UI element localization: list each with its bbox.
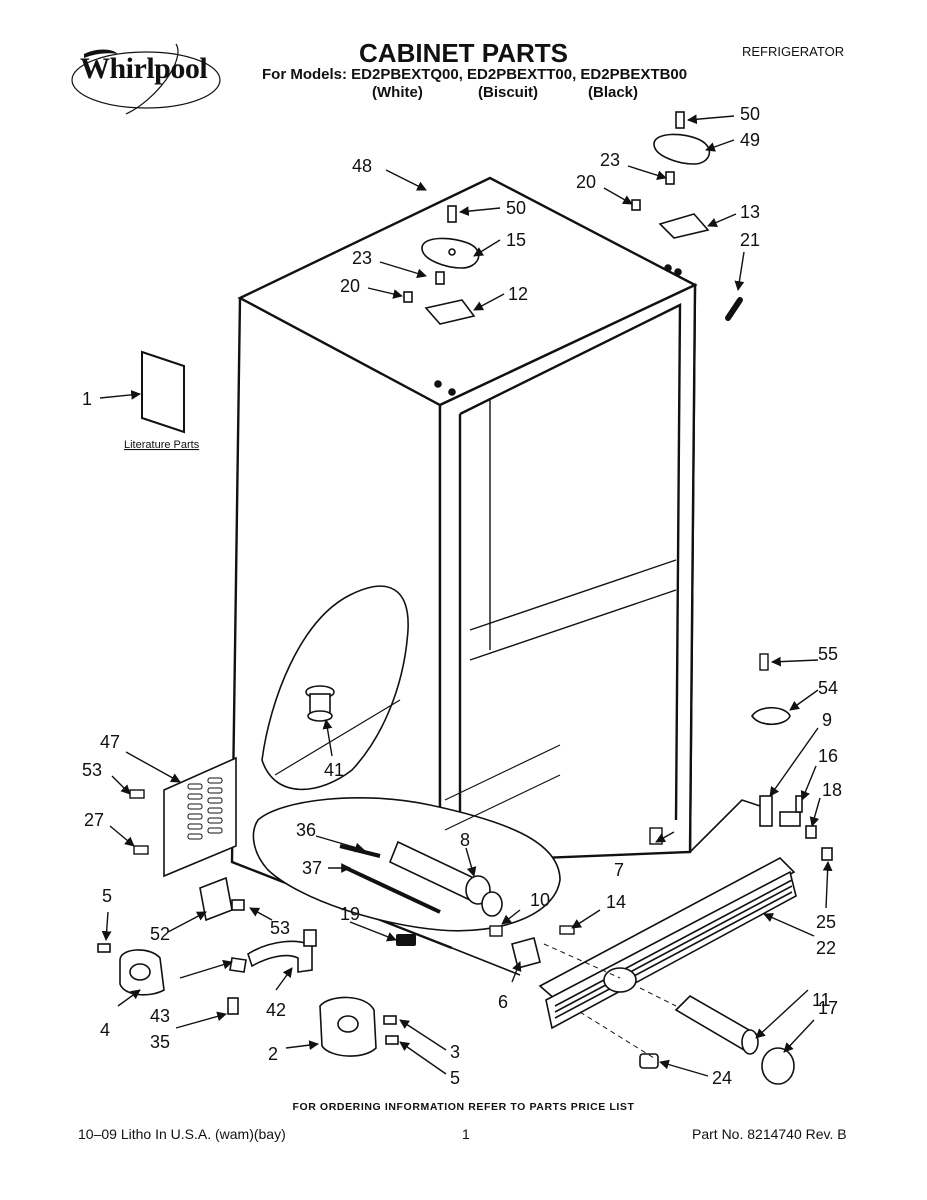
callout-13: 13 [740,202,760,222]
callout-11: 11 [812,990,831,1010]
part-19-block [396,934,416,946]
callout-27: 27 [84,810,104,830]
callout-35: 35 [150,1032,170,1052]
callout-9: 9 [822,710,832,730]
callout-1: 1 [82,389,92,409]
callout-21: 21 [740,230,760,250]
literature-parts-label: Literature Parts [124,439,200,451]
lower-hinge-left [97,876,399,1057]
part-number: Part No. 8214740 Rev. B [692,1126,847,1142]
page-title: CABINET PARTS [359,38,568,68]
callout-47: 47 [100,732,120,752]
rear-access-panel [163,756,237,878]
page-number: 1 [462,1126,470,1142]
callout-3: 3 [450,1042,460,1062]
litho-info: 10–09 Litho In U.S.A. (wam)(bay) [78,1126,286,1142]
variant-white: (White) [372,84,423,101]
toe-grille [538,857,797,1030]
part-21-tube [725,297,743,321]
whirlpool-logo-swirl [71,43,221,115]
callout-24: 24 [712,1068,732,1088]
callout-48: 48 [352,156,372,176]
callout-43: 43 [150,1006,170,1026]
cutaway-interior [261,585,409,791]
callout-17: 17 [818,998,838,1018]
cabinet-body [230,176,761,976]
callout-55: 55 [818,644,838,664]
part-6-bracket [511,937,541,969]
callout-37: 37 [302,858,322,878]
callout-7: 7 [614,860,624,880]
callout-53-left: 53 [82,760,102,780]
callout-53-right: 53 [270,918,290,938]
variant-biscuit: (Biscuit) [478,84,538,101]
callout-10: 10 [530,890,550,910]
brand-logo: Whirlpool [80,52,208,85]
callout-16: 16 [818,746,838,766]
callout-20-left: 20 [340,276,360,296]
callout-42: 42 [266,1000,286,1020]
callout-14: 14 [606,892,626,912]
callout-8: 8 [460,830,470,850]
callout-12: 12 [508,284,528,304]
callout-18: 18 [822,780,842,800]
variant-black: (Black) [588,84,639,101]
literature-book-icon [141,350,185,434]
callout-6: 6 [498,992,508,1012]
callout-41: 41 [324,760,344,780]
models-line: For Models: ED2PBEXTQ00, ED2PBEXTT00, ED… [262,66,688,83]
callout-49: 49 [740,130,760,150]
top-hinge-right [631,111,711,276]
callout-2: 2 [268,1044,278,1064]
part-24-clip [639,1053,659,1069]
water-filter [674,995,795,1085]
callout-19: 19 [340,904,360,924]
top-hinge-left [403,205,480,396]
callout-36: 36 [296,820,316,840]
callout-22: 22 [816,938,836,958]
callout-50-left: 50 [506,198,526,218]
callout-labels: 1 2 3 4 5 5 6 7 8 9 10 11 12 13 14 15 16… [82,104,842,1088]
callout-5-upper: 5 [102,886,112,906]
part-54-cam [751,706,791,726]
callout-54: 54 [818,678,838,698]
callout-50-right: 50 [740,104,760,124]
lower-hinge-right [759,795,833,861]
callout-23-right: 23 [600,150,620,170]
leader-arrows [99,114,833,1077]
callout-15: 15 [506,230,526,250]
callout-25: 25 [816,912,836,932]
part-41-fitting [305,685,335,722]
callout-20-right: 20 [576,172,596,192]
ordering-note: FOR ORDERING INFORMATION REFER TO PARTS … [292,1101,635,1113]
part-55-screw [759,653,769,671]
callout-4: 4 [100,1020,110,1040]
callout-52: 52 [150,924,170,944]
callout-5-lower: 5 [450,1068,460,1088]
callout-23-left: 23 [352,248,372,268]
product-category: REFRIGERATOR [742,44,845,59]
